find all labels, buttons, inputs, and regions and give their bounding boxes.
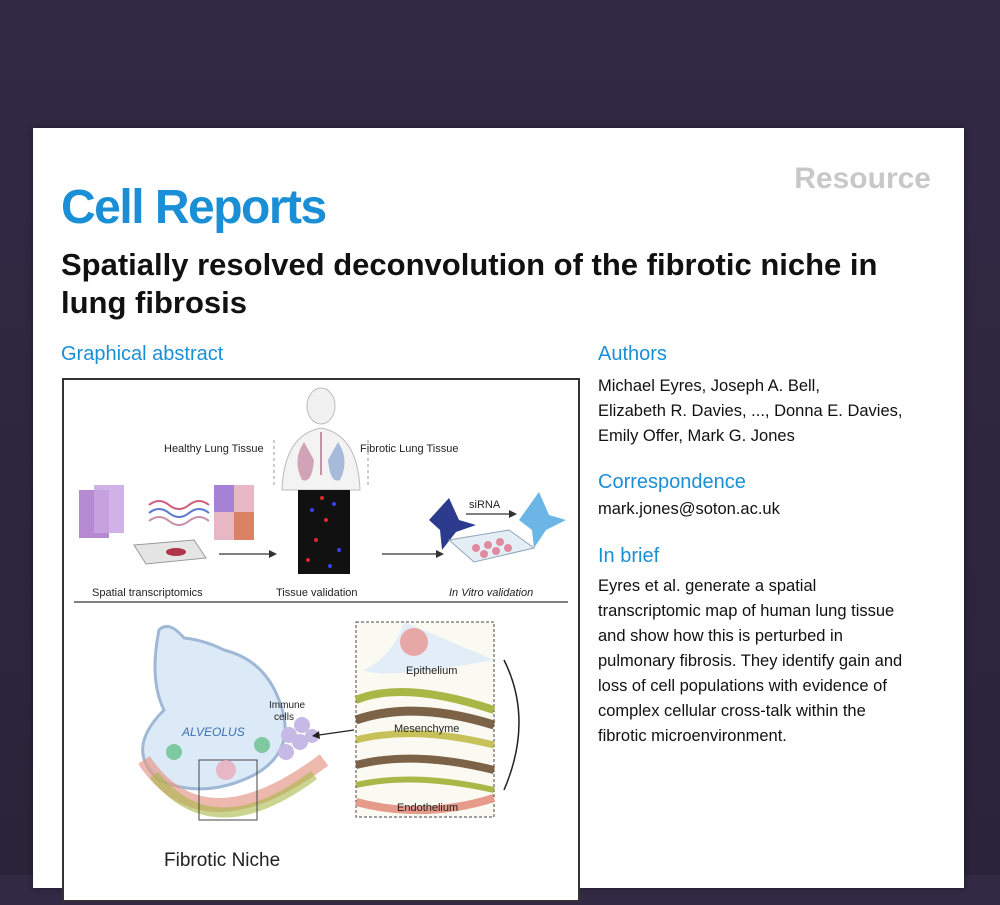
- fibrotic-tissue-label: Fibrotic Lung Tissue: [360, 443, 458, 455]
- in-brief-text: Eyres et al. generate a spatial transcri…: [598, 577, 903, 745]
- svg-text:Immune: Immune: [269, 700, 306, 711]
- in-vitro-validation-graphic: siRNA: [429, 492, 566, 563]
- step-tissue-label: Tissue validation: [276, 587, 358, 599]
- in-brief-heading: In brief: [598, 545, 660, 567]
- healthy-tissue-label: Healthy Lung Tissue: [164, 443, 264, 455]
- journal-name[interactable]: Cell Reports: [61, 181, 327, 234]
- paper-page: Cell Reports Resource Spatially resolved…: [33, 128, 964, 902]
- step-invitro-label: In Vitro validation: [449, 587, 533, 599]
- spatial-transcriptomics-graphic: [79, 485, 254, 565]
- mesenchyme-label: Mesenchyme: [394, 723, 459, 735]
- article-type-label: Resource: [794, 162, 931, 195]
- step-spatial-label: Spatial transcriptomics: [92, 587, 203, 599]
- svg-text:cells: cells: [274, 712, 294, 723]
- graphical-abstract-heading: Graphical abstract: [61, 343, 224, 365]
- graphical-abstract-svg: Healthy Lung Tissue Fibrotic Lung Tissue: [74, 387, 568, 871]
- alveolus-graphic: [138, 624, 329, 821]
- fibrotic-niche-label: Fibrotic Niche: [164, 850, 280, 871]
- svg-text:siRNA: siRNA: [469, 499, 501, 511]
- authors-heading: Authors: [598, 343, 667, 365]
- graphical-abstract-figure: Healthy Lung Tissue Fibrotic Lung Tissue: [62, 378, 580, 902]
- endothelium-label: Endothelium: [397, 802, 458, 814]
- alveolus-label: ALVEOLUS: [181, 725, 245, 739]
- niche-zoom-panel: [354, 621, 520, 818]
- authors-list[interactable]: Michael Eyres, Joseph A. Bell, Elizabeth…: [598, 377, 903, 445]
- human-torso-icon: [273, 387, 369, 491]
- article-title: Spatially resolved deconvolution of the …: [61, 247, 878, 320]
- epithelium-label: Epithelium: [406, 665, 457, 677]
- correspondence-email-link[interactable]: mark.jones@soton.ac.uk: [598, 500, 780, 518]
- correspondence-heading: Correspondence: [598, 471, 746, 493]
- tissue-validation-image: [298, 490, 350, 574]
